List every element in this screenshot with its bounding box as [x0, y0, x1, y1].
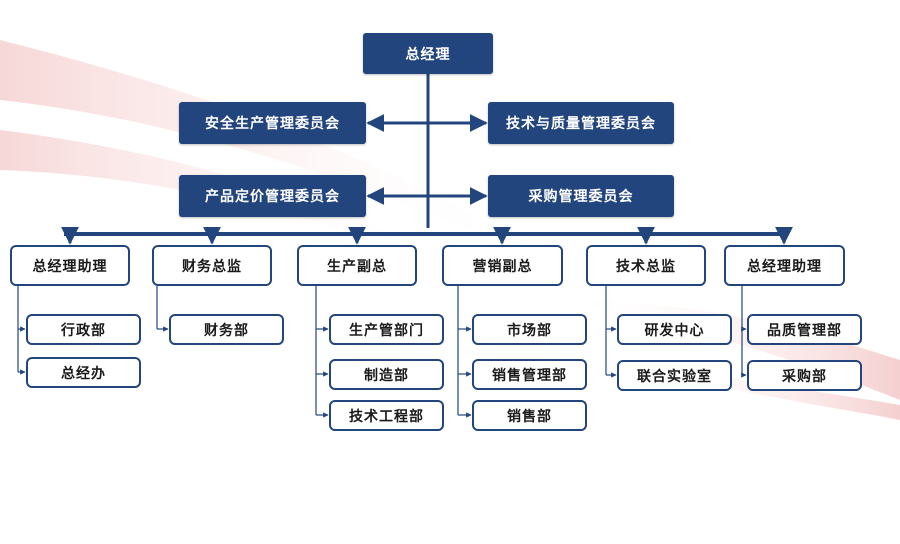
node-safety-committee: 安全生产管理委员会 [179, 102, 366, 144]
node-sub-2-2: 技术工程部 [329, 400, 444, 431]
node-dept-4: 技术总监 [586, 245, 706, 286]
node-dept-1: 财务总监 [152, 245, 272, 286]
node-sub-2-0: 生产管部门 [329, 314, 444, 345]
node-sub-1-0: 财务部 [169, 314, 284, 345]
node-sub-3-1: 销售管理部 [472, 359, 587, 390]
node-sub-0-1: 总经办 [26, 357, 141, 388]
node-general-manager: 总经理 [363, 33, 493, 74]
node-pricing-committee: 产品定价管理委员会 [179, 175, 366, 217]
node-sub-5-1: 采购部 [747, 360, 862, 391]
node-sub-4-1: 联合实验室 [617, 360, 732, 391]
node-purchasing-committee: 采购管理委员会 [488, 175, 674, 217]
node-sub-3-2: 销售部 [472, 400, 587, 431]
node-sub-3-0: 市场部 [472, 314, 587, 345]
node-sub-2-1: 制造部 [329, 359, 444, 390]
node-tech-quality-committee: 技术与质量管理委员会 [488, 102, 674, 144]
node-dept-5: 总经理助理 [724, 245, 845, 286]
node-sub-5-0: 品质管理部 [747, 314, 862, 345]
node-sub-4-0: 研发中心 [617, 314, 732, 345]
node-sub-0-0: 行政部 [26, 314, 141, 345]
node-dept-3: 营销副总 [442, 245, 563, 286]
node-dept-2: 生产副总 [297, 245, 417, 286]
node-dept-0: 总经理助理 [10, 245, 130, 286]
